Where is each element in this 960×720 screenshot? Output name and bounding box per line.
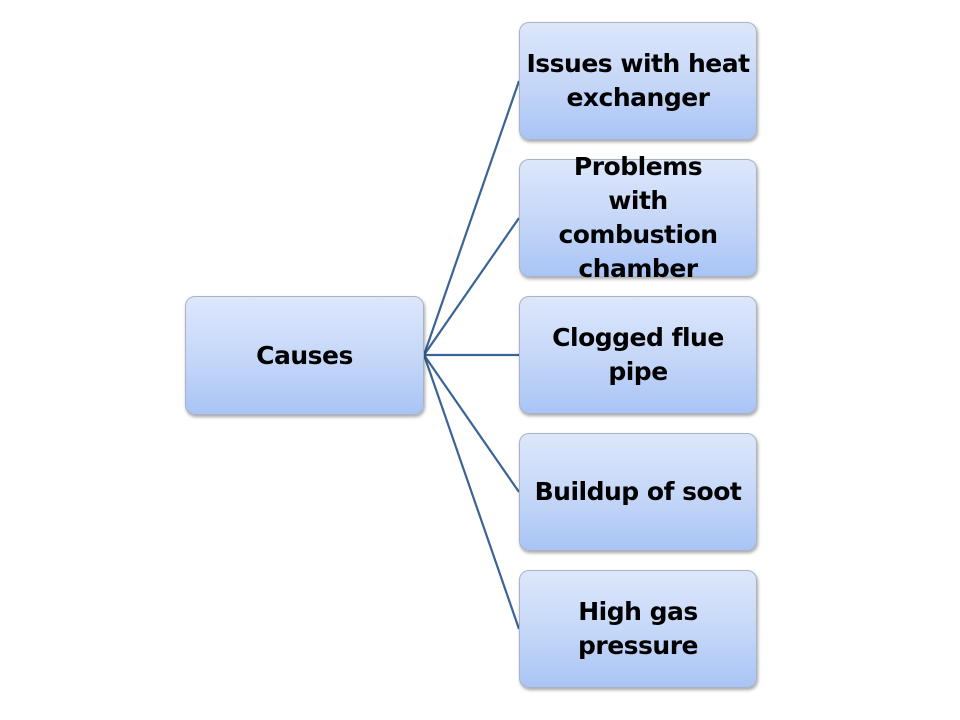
connector-line (423, 354, 520, 493)
child-node-buildup-of-soot[interactable]: Buildup of soot (519, 433, 757, 551)
child-node-label: Issues with heat exchanger (526, 49, 750, 112)
connector-line (422, 80, 521, 356)
child-node-high-gas-pressure[interactable]: High gas pressure (519, 570, 757, 688)
child-node-heat-exchanger[interactable]: Issues with heat exchanger (519, 22, 757, 140)
connector-line (422, 354, 521, 630)
child-node-label: Buildup of soot (534, 477, 742, 506)
child-node-clogged-flue-pipe[interactable]: Clogged flue pipe (519, 296, 757, 414)
child-node-combustion-chamber[interactable]: Problems with combustion chamber (519, 152, 757, 283)
child-node-label: High gas pressure (577, 597, 699, 660)
root-node-label: Causes (256, 340, 353, 370)
child-node-label: Problems with combustion chamber (558, 152, 718, 283)
connector-line (423, 217, 520, 356)
child-node-label: Clogged flue pipe (552, 323, 724, 386)
root-node-causes[interactable]: Causes (185, 296, 424, 415)
